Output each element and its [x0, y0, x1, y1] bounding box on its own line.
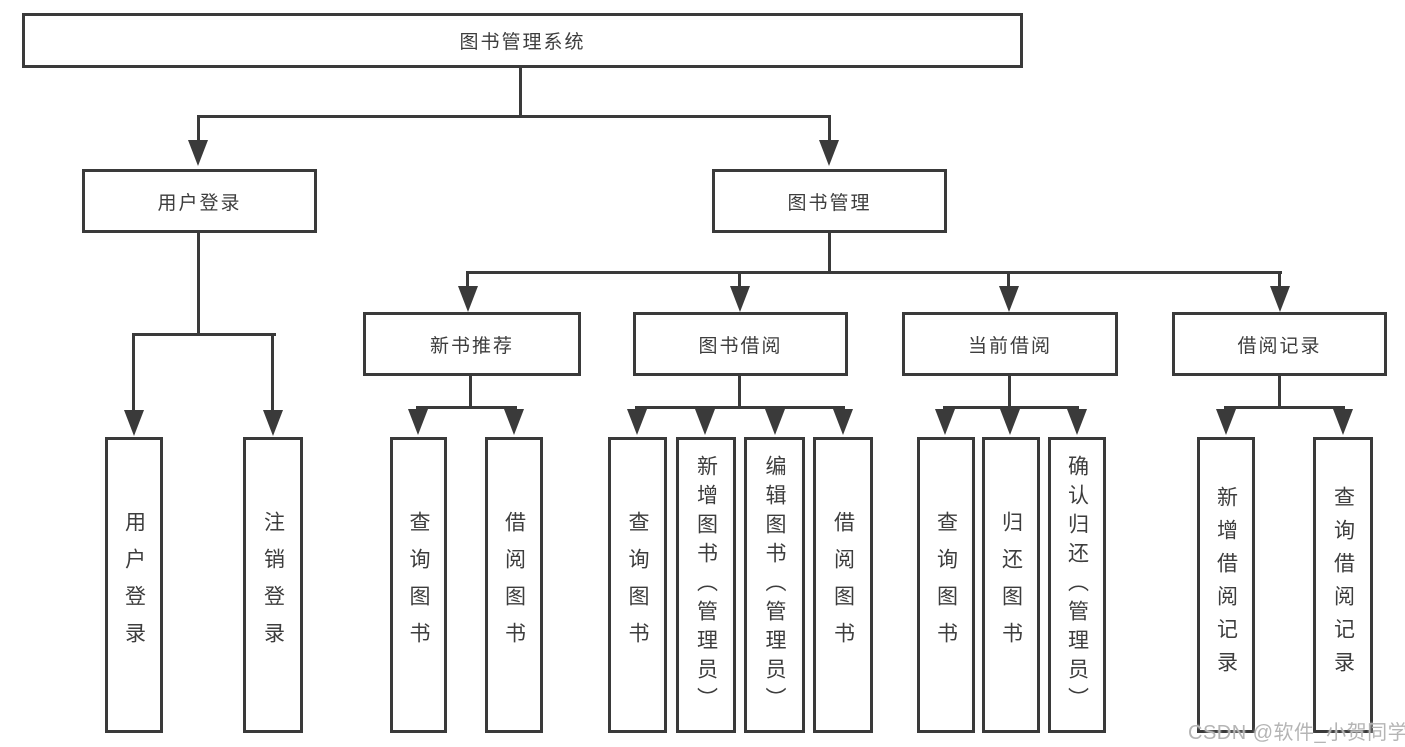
leaf-edit-book-admin: 编辑图书（管理员） — [744, 437, 805, 733]
leaf-confirm-return-admin-label: 确认归还（管理员） — [1065, 454, 1089, 716]
node-current-borrowing: 当前借阅 — [902, 312, 1118, 376]
connector-line — [466, 271, 1282, 274]
leaf-query-books-current-label: 查询图书 — [934, 511, 958, 659]
arrow-down-icon — [1333, 409, 1353, 435]
leaf-logout-label: 注销登录 — [261, 511, 285, 659]
connector-line — [738, 376, 741, 408]
node-root: 图书管理系统 — [22, 13, 1023, 68]
node-new-book-recommend: 新书推荐 — [363, 312, 581, 376]
arrow-down-icon — [458, 286, 478, 312]
leaf-query-borrow-record: 查询借阅记录 — [1313, 437, 1373, 733]
connector-line — [1007, 271, 1010, 286]
leaf-borrow-books-borrowing-label: 借阅图书 — [831, 511, 855, 659]
connector-line — [738, 271, 741, 286]
arrow-down-icon — [833, 409, 853, 435]
leaf-query-books-current: 查询图书 — [917, 437, 975, 733]
leaf-query-books-borrowing: 查询图书 — [608, 437, 667, 733]
arrow-down-icon — [1270, 286, 1290, 312]
node-book-borrowing-label: 图书借阅 — [698, 335, 783, 357]
leaf-edit-book-admin-label: 编辑图书（管理员） — [763, 454, 786, 716]
connector-line — [635, 406, 845, 409]
arrow-down-icon — [999, 286, 1019, 312]
arrow-down-icon — [1216, 409, 1236, 435]
leaf-query-borrow-record-label: 查询借阅记录 — [1331, 486, 1355, 684]
leaf-logout: 注销登录 — [243, 437, 303, 733]
leaf-borrow-books-borrowing: 借阅图书 — [813, 437, 873, 733]
node-borrowing-records-label: 借阅记录 — [1237, 335, 1322, 357]
node-borrowing-records: 借阅记录 — [1172, 312, 1387, 376]
connector-line — [1278, 271, 1281, 286]
leaf-add-borrow-record: 新增借阅记录 — [1197, 437, 1255, 733]
connector-line — [132, 333, 135, 412]
arrow-down-icon — [695, 409, 715, 435]
connector-line — [416, 406, 517, 409]
node-user-login: 用户登录 — [82, 169, 317, 233]
connector-line — [519, 68, 522, 118]
node-book-management-label: 图书管理 — [787, 192, 872, 214]
connector-line — [828, 233, 831, 273]
connector-line — [132, 333, 276, 336]
node-book-management: 图书管理 — [712, 169, 947, 233]
arrow-down-icon — [1067, 409, 1087, 435]
connector-line — [828, 115, 831, 142]
arrow-down-icon — [627, 409, 647, 435]
node-new-book-recommend-label: 新书推荐 — [429, 335, 514, 357]
connector-line — [197, 233, 200, 336]
arrow-down-icon — [819, 140, 839, 166]
node-root-label: 图书管理系统 — [459, 32, 586, 53]
arrow-down-icon — [1000, 409, 1020, 435]
connector-line — [1008, 376, 1011, 408]
leaf-return-book: 归还图书 — [982, 437, 1040, 733]
leaf-user-login-label: 用户登录 — [122, 511, 146, 659]
connector-line — [271, 333, 274, 412]
leaf-query-books-recommend: 查询图书 — [390, 437, 447, 733]
arrow-down-icon — [504, 409, 524, 435]
connector-line — [197, 115, 831, 118]
leaf-query-books-borrowing-label: 查询图书 — [626, 511, 649, 659]
csdn-watermark: CSDN @软件_小贺同学 — [1188, 722, 1405, 744]
node-user-login-label: 用户登录 — [157, 192, 242, 214]
arrow-down-icon — [765, 409, 785, 435]
connector-line — [1278, 376, 1281, 408]
arrow-down-icon — [188, 140, 208, 166]
arrow-down-icon — [124, 410, 144, 436]
leaf-return-book-label: 归还图书 — [999, 511, 1023, 659]
arrow-down-icon — [935, 409, 955, 435]
node-current-borrowing-label: 当前借阅 — [967, 335, 1052, 357]
connector-line — [466, 271, 469, 286]
arrow-down-icon — [730, 286, 750, 312]
leaf-user-login: 用户登录 — [105, 437, 163, 733]
arrow-down-icon — [263, 410, 283, 436]
connector-line — [469, 376, 472, 408]
leaf-query-books-recommend-label: 查询图书 — [407, 511, 430, 659]
leaf-add-book-admin: 新增图书（管理员） — [676, 437, 736, 733]
connector-line — [1224, 406, 1345, 409]
leaf-add-borrow-record-label: 新增借阅记录 — [1214, 486, 1238, 684]
node-book-borrowing: 图书借阅 — [633, 312, 848, 376]
leaf-borrow-books-recommend: 借阅图书 — [485, 437, 543, 733]
leaf-confirm-return-admin: 确认归还（管理员） — [1048, 437, 1106, 733]
arrow-down-icon — [408, 409, 428, 435]
connector-line — [943, 406, 1079, 409]
leaf-borrow-books-recommend-label: 借阅图书 — [502, 511, 526, 659]
connector-line — [197, 115, 200, 142]
leaf-add-book-admin-label: 新增图书（管理员） — [694, 454, 718, 716]
